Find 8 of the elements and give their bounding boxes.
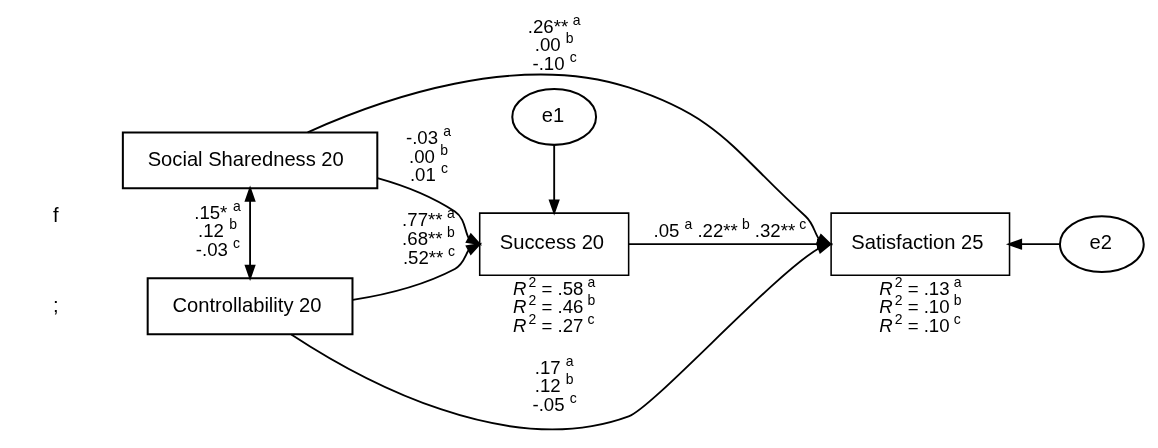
edge-label: -.03 $^{a}$ .00 $^{b}$ .01 $^{c}$ xyxy=(406,122,452,185)
edge-label: .77** $^{a}$ .68** $^{b}$ .52** $^{c}$ xyxy=(402,204,455,268)
label: f xyxy=(53,203,59,226)
edge-label: .15* $^{a}$ .12 $^{b}$ -.03 $^{c}$ xyxy=(194,197,241,260)
edge-label: .05 $^{a}$ .22** $^{b}$ .32** $^{c}$ xyxy=(653,215,807,241)
edge-label: .17 $^{a}$ .12 $^{b}$ -.05 $^{c}$ xyxy=(532,352,577,415)
edge-label: .26** $^{a}$ .00 $^{b}$ -.10 $^{c}$ xyxy=(527,11,581,74)
label: ; xyxy=(53,293,59,316)
